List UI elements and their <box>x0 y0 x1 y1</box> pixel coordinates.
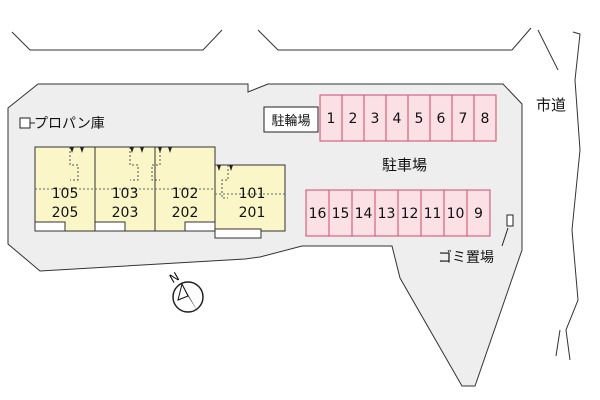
bicycle-parking-label: 駐輪場 <box>271 113 310 129</box>
building-103-203: 103 203 <box>94 146 156 232</box>
parking-space-number: 14 <box>355 206 373 222</box>
garbage-bin-icon <box>506 214 514 227</box>
north-arrow-icon <box>172 281 204 313</box>
parking-space: 11 <box>420 189 445 237</box>
unit-label: 102 <box>172 186 199 202</box>
parking-space-number: 11 <box>424 206 442 222</box>
parking-space: 9 <box>466 189 491 237</box>
propane-storage-label: プロパン庫 <box>34 115 105 132</box>
parking-space-number: 10 <box>447 206 465 222</box>
parking-space: 3 <box>363 94 387 142</box>
unit-label: 101 <box>239 186 266 202</box>
propane-storage-icon <box>19 117 31 129</box>
parking-space-number: 12 <box>401 206 419 222</box>
parking-space-number: 6 <box>437 111 446 127</box>
parking-space: 16 <box>305 189 330 237</box>
parking-title: 駐車場 <box>382 156 427 174</box>
parking-space: 15 <box>328 189 353 237</box>
parking-space-number: 9 <box>474 206 483 222</box>
unit-label: 105 <box>52 186 79 202</box>
parking-space: 5 <box>407 94 431 142</box>
parking-space-number: 3 <box>371 111 380 127</box>
parking-space: 4 <box>385 94 409 142</box>
road-lines <box>11 27 581 361</box>
parking-space-number: 13 <box>378 206 396 222</box>
parking-space: 2 <box>341 94 365 142</box>
building-105-205: 105 205 <box>34 146 96 232</box>
city-road-label: 市道 <box>536 96 566 114</box>
parking-row-bottom: 16 15 14 13 12 11 10 9 <box>305 189 491 237</box>
parking-space: 6 <box>429 94 453 142</box>
parking-space: 7 <box>451 94 475 142</box>
north-label: N <box>167 269 182 286</box>
unit-label: 205 <box>52 205 79 221</box>
unit-label: 202 <box>172 205 199 221</box>
parking-space-number: 7 <box>459 111 468 127</box>
unit-label: 203 <box>112 205 139 221</box>
parking-space-number: 16 <box>309 206 327 222</box>
unit-label: 103 <box>112 186 139 202</box>
parking-space: 14 <box>351 189 376 237</box>
parking-space-number: 8 <box>481 111 490 127</box>
unit-label: 201 <box>239 205 266 221</box>
parking-space: 8 <box>473 94 497 142</box>
parking-space: 12 <box>397 189 422 237</box>
parking-space-number: 1 <box>327 111 336 127</box>
parking-space-number: 5 <box>415 111 424 127</box>
garbage-area-label: ゴミ置場 <box>438 249 494 266</box>
bicycle-parking-box <box>263 106 319 133</box>
building-101-201: 101 201 <box>214 164 286 239</box>
parking-space-number: 15 <box>332 206 350 222</box>
parking-space: 13 <box>374 189 399 237</box>
parking-space-number: 2 <box>349 111 358 127</box>
building-102-202: 102 202 <box>151 146 216 232</box>
parking-space: 1 <box>319 94 343 142</box>
parking-space: 10 <box>443 189 468 237</box>
parking-space-number: 4 <box>393 111 402 127</box>
